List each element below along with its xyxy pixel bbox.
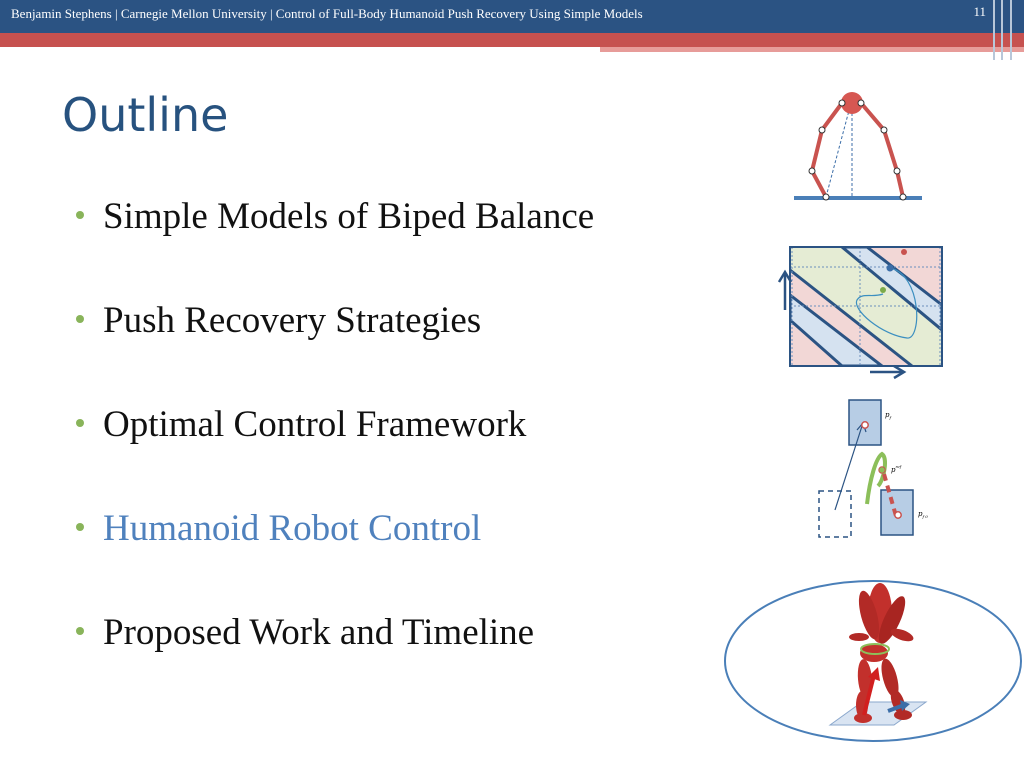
header-accent-stripe — [600, 47, 1024, 52]
pf-label: pf — [885, 411, 892, 420]
bullet-icon — [76, 627, 84, 635]
bullet-icon — [76, 419, 84, 427]
bullet-icon — [76, 315, 84, 323]
slide-title: Outline — [62, 88, 229, 142]
bullet-icon — [76, 211, 84, 219]
pf0-label-sub: f 0 — [921, 514, 928, 519]
biped-model-figure — [794, 92, 922, 201]
stability-region-figure — [777, 246, 943, 380]
pref-label-main: p — [891, 466, 896, 474]
pf0-label: pf 0 — [918, 510, 928, 519]
pf0-label-main: p — [918, 510, 923, 518]
outline-item-label: Simple Models of Biped Balance — [103, 196, 595, 237]
bullet-icon — [76, 523, 84, 531]
outline-item-label: Proposed Work and Timeline — [103, 612, 535, 653]
header-text: Benjamin Stephens | Carnegie Mellon Univ… — [11, 6, 643, 21]
header-bar — [0, 0, 1024, 33]
outline-item-label: Optimal Control Framework — [103, 404, 527, 445]
header-decor-line — [1010, 0, 1012, 60]
footstep-planning-figure: pf pref pf 0 — [818, 399, 928, 538]
humanoid-robot-figure — [724, 580, 1022, 742]
outline-item-label: Push Recovery Strategies — [103, 300, 482, 341]
header-decor-line — [1001, 0, 1003, 60]
outline-item-label: Humanoid Robot Control — [103, 508, 482, 549]
slide-number: 11 — [973, 4, 986, 19]
pref-label-sup: ref — [895, 464, 902, 469]
header-decor-line — [993, 0, 995, 60]
pf-label-sub: f — [888, 415, 892, 420]
pf-label-main: p — [885, 411, 890, 419]
pref-label: pref — [891, 464, 903, 474]
header-stripe — [0, 33, 1024, 47]
